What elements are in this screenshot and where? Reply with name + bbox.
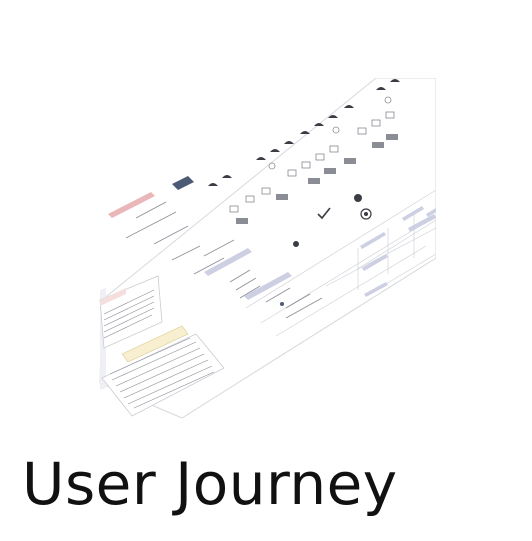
person-group-icon [236,218,248,224]
person-group-icon [308,178,320,184]
face-icon [344,105,354,108]
person-group-icon [276,194,288,200]
person-group-icon [344,158,356,164]
face-icon [376,87,386,90]
face-icon [284,141,294,144]
face-icon [314,123,324,126]
face-icon [270,149,280,152]
card-title: User Journey [22,450,398,518]
tile-row [229,111,395,213]
journey-map-thumbnail [96,78,436,423]
fact-card [101,325,225,417]
face-icon-row [208,79,400,186]
face-icon [256,157,266,160]
row-labels [108,192,323,319]
face-icon [328,115,338,118]
face-icon [390,79,400,82]
person-group-icon [372,142,384,148]
lane-tags [360,206,436,297]
person-group-icon [324,168,336,174]
avatar-block [172,176,194,190]
circle-markers [268,96,392,170]
eye-icon [293,241,299,247]
car-icon [354,194,362,202]
face-icon [222,175,232,178]
person-group-row [236,134,398,224]
face-icon [208,183,218,186]
person-group-icon [386,134,398,140]
target-icon [360,208,372,220]
checkmark-icon [317,207,331,220]
face-icon [300,131,310,134]
note-card [99,275,163,349]
